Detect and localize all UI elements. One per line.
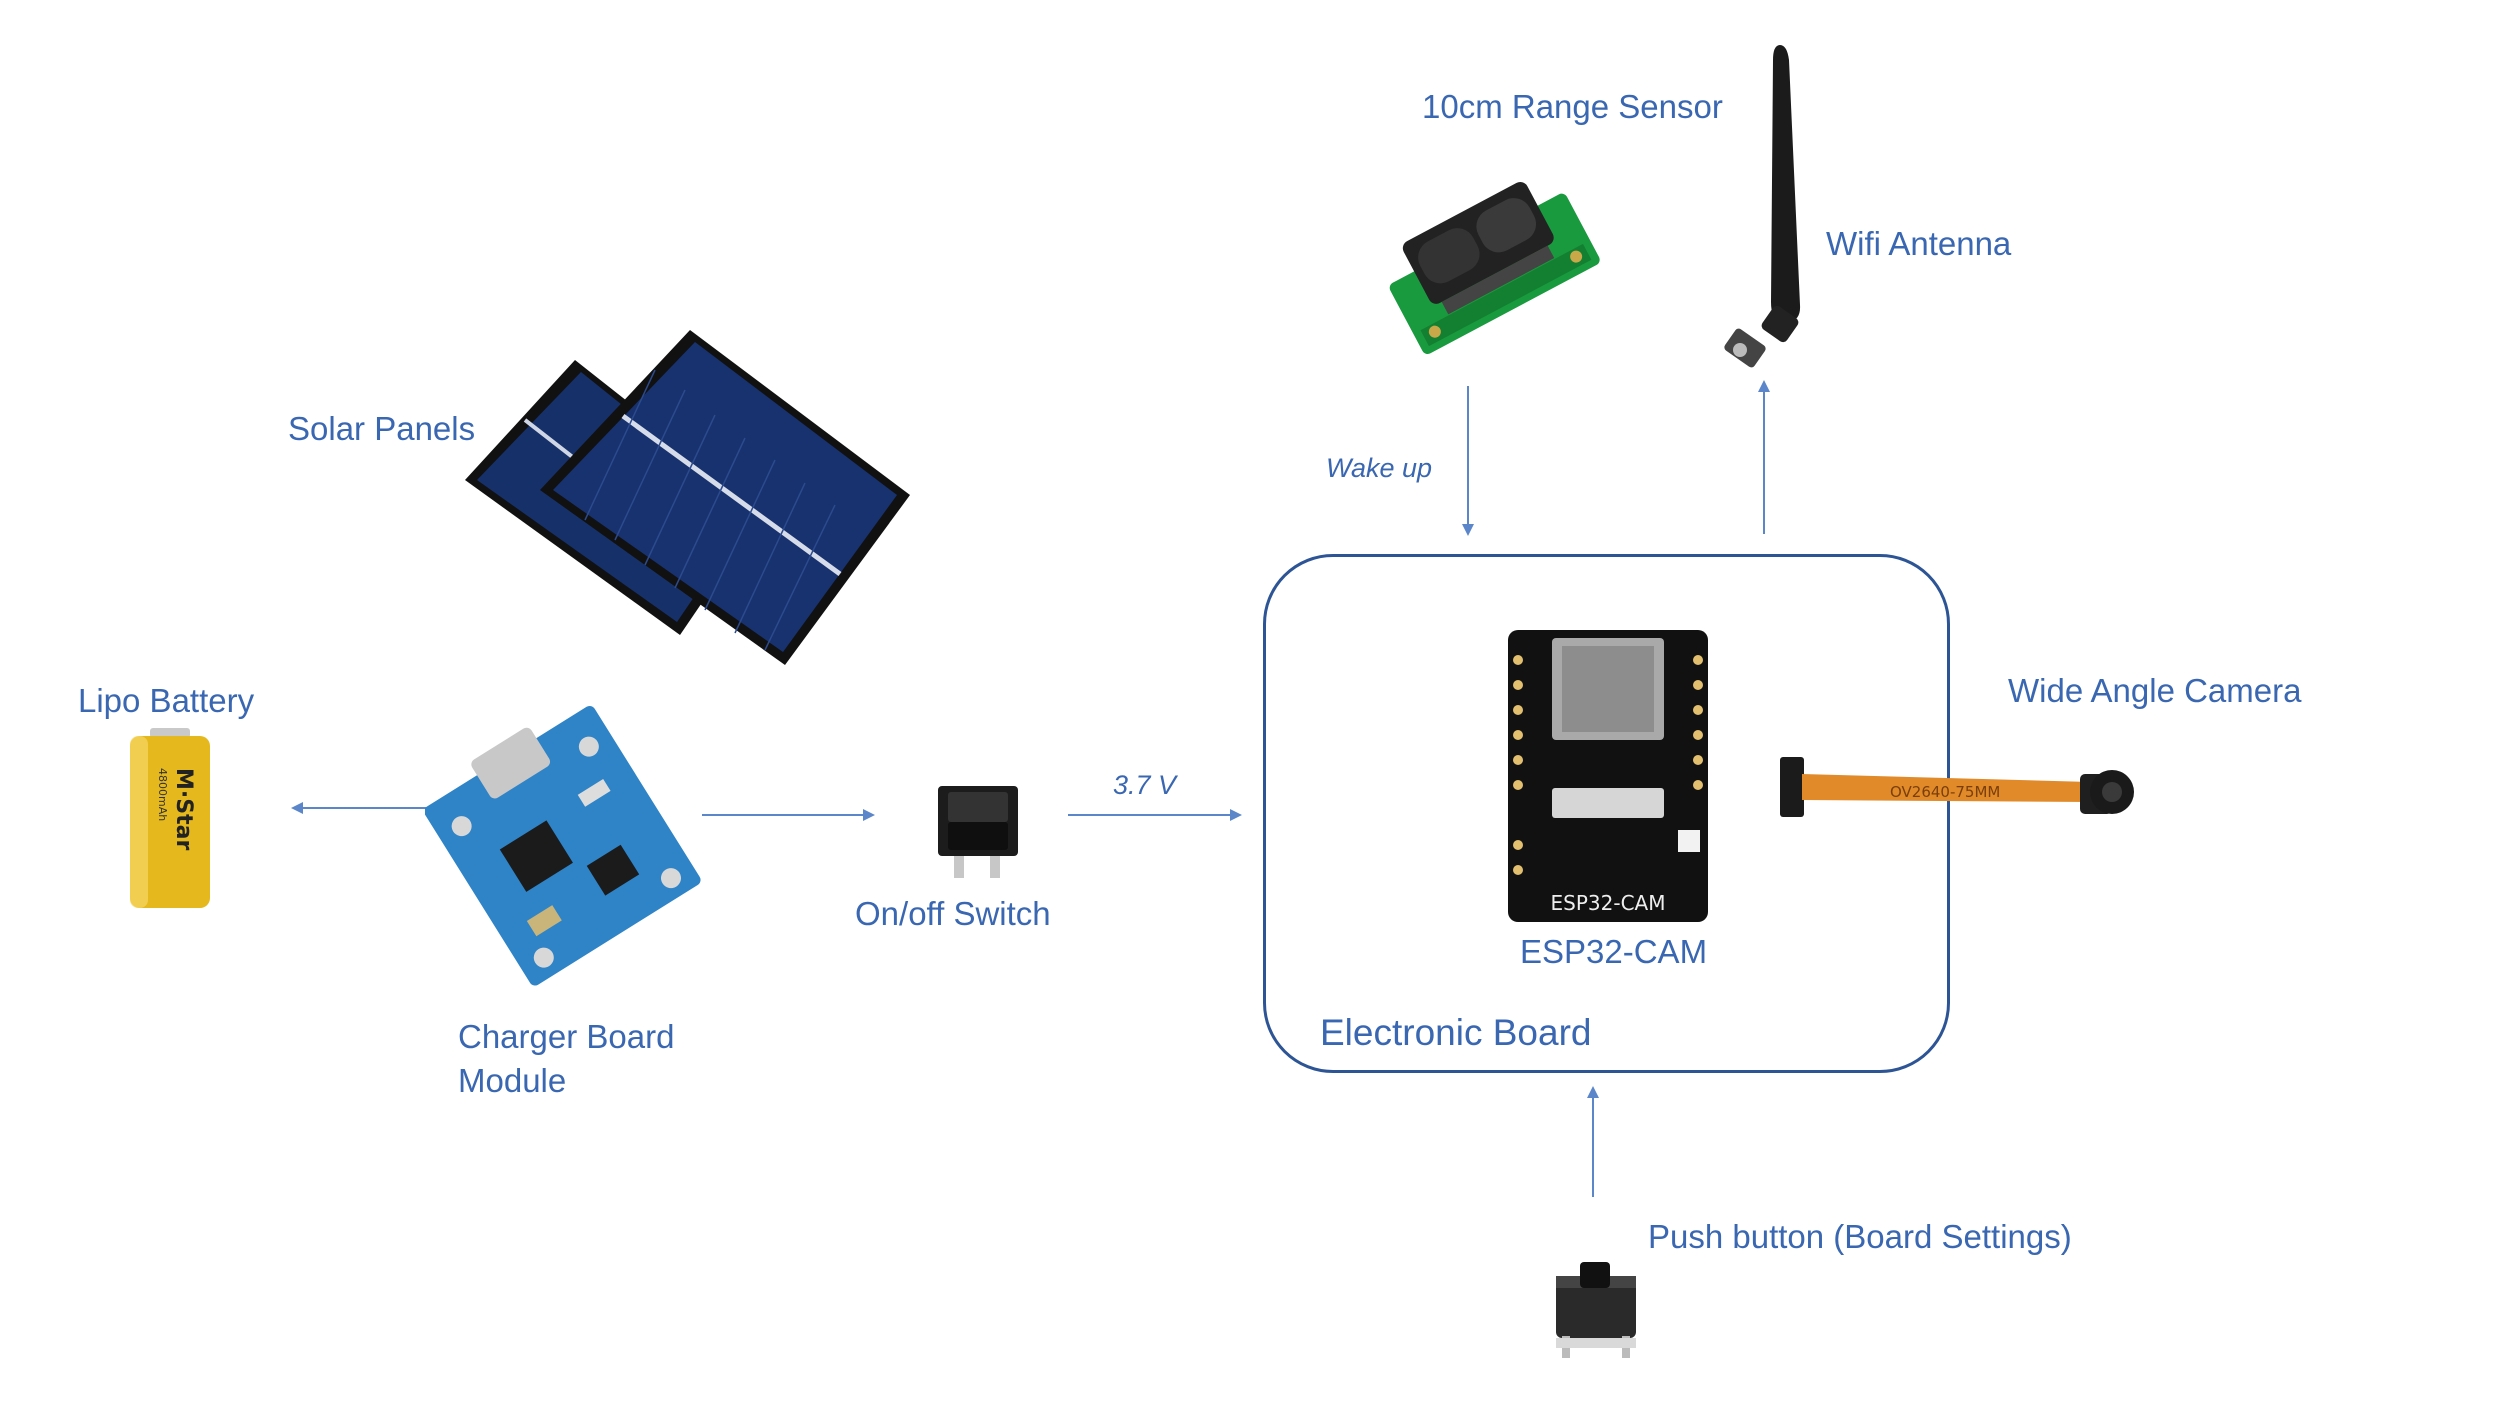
battery-brand-text: M·Star — [171, 768, 196, 850]
battery-capacity-text: 4800mAh — [156, 768, 169, 821]
push-button-label: Push button (Board Settings) — [1648, 1218, 2072, 1255]
wifi-antenna-label: Wifi Antenna — [1826, 225, 2012, 262]
charger-board-icon — [424, 700, 705, 1000]
range-sensor-icon — [1370, 160, 1610, 370]
wake-up-label: Wake up — [1326, 453, 1433, 483]
antenna-icon — [1705, 40, 1825, 370]
rocker-switch-icon — [928, 778, 1028, 883]
electronic-board-frame — [1263, 554, 1950, 1073]
esp32-cam-label: ESP32-CAM — [1520, 933, 1708, 970]
solar-panel-icon — [455, 320, 925, 680]
wide-angle-camera-label: Wide Angle Camera — [2008, 672, 2302, 709]
camera-cable-text: OV2640-75MM — [1890, 783, 2000, 801]
esp32-cam-module-icon: ESP32-CAM — [1508, 630, 1708, 922]
battery-icon: M·Star 4800mAh — [125, 728, 215, 913]
push-button-icon — [1548, 1258, 1643, 1363]
electronic-board-label: Electronic Board — [1320, 1012, 1592, 1053]
charger-board-label: Charger Board Module — [458, 1018, 675, 1099]
esp32-silk-text: ESP32-CAM — [1551, 891, 1666, 915]
voltage-label: 3.7 V — [1113, 770, 1177, 800]
camera-module-icon: OV2640-75MM — [1780, 752, 2150, 832]
solar-panels-label: Solar Panels — [288, 410, 476, 447]
lipo-battery-label: Lipo Battery — [78, 682, 255, 719]
range-sensor-label: 10cm Range Sensor — [1422, 88, 1723, 125]
on-off-switch-label: On/off Switch — [855, 895, 1051, 932]
